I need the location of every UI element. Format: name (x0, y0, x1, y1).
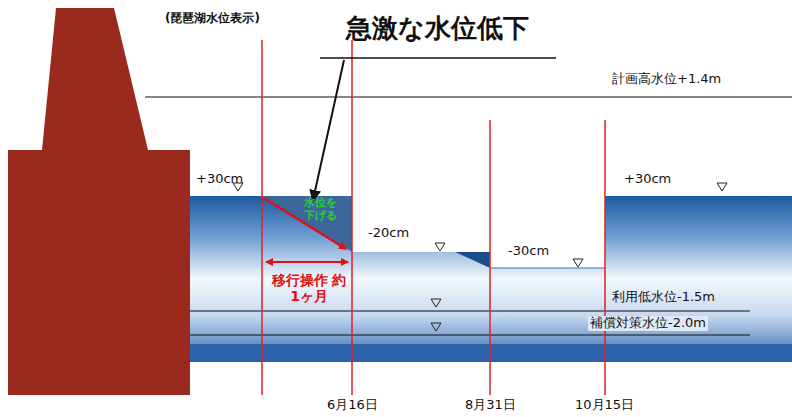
date-label: 8月31日 (465, 398, 516, 413)
level-value: +30cm (196, 172, 243, 187)
date-label: 10月15日 (575, 398, 634, 413)
level-label: 計画高水位+1.4m (612, 72, 721, 87)
callout-heading: 急激な水位低下 (346, 14, 529, 44)
level-value: -30cm (508, 244, 549, 259)
level-value: +30cm (624, 172, 671, 187)
period-label: 移行操作 約1ヶ月 (270, 272, 348, 304)
action-note: 水位を 下げる (304, 197, 340, 222)
caption-note: (琵琶湖水位表示) (165, 12, 260, 26)
level-label: 補償対策水位-2.0m (588, 316, 708, 331)
level-label: 利用低水位-1.5m (612, 290, 715, 305)
level-value: -20cm (368, 226, 409, 241)
date-label: 6月16日 (327, 398, 378, 413)
